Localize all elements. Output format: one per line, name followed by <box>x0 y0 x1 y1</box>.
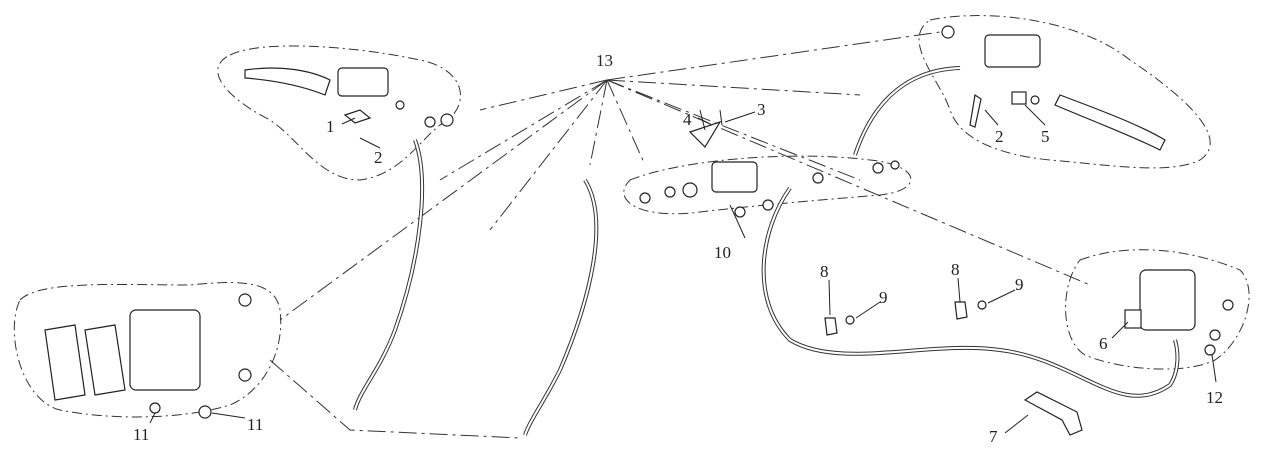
caliper-right <box>1124 269 1234 356</box>
rear-master-cylinder-group-outline <box>623 155 912 215</box>
callout-2-left: 2 <box>374 148 383 167</box>
callout-11-right: 11 <box>247 415 263 434</box>
callout-leaders <box>149 104 1217 434</box>
callout-7: 7 <box>989 427 998 446</box>
hose-bracket <box>1023 391 1083 436</box>
leader-lines-13 <box>269 31 1091 439</box>
callout-11-left: 11 <box>133 425 149 444</box>
front-caliper-left <box>44 293 252 419</box>
callout-12: 12 <box>1206 388 1223 407</box>
callout-9-right: 9 <box>1015 275 1024 294</box>
hose-clamps <box>824 300 987 336</box>
left-brake-lever <box>244 67 454 128</box>
callout-8-right: 8 <box>951 260 960 279</box>
callout-4: 4 <box>683 110 692 129</box>
right-master-cylinder-group-outline <box>918 15 1211 169</box>
callout-8-left: 8 <box>820 262 829 281</box>
callout-5: 5 <box>1041 127 1050 146</box>
callout-2-right: 2 <box>995 127 1004 146</box>
brake-hoses <box>353 66 1180 436</box>
callout-10: 10 <box>714 243 731 262</box>
rear-master-cylinder <box>639 109 900 218</box>
right-caliper-group-outline <box>1065 249 1250 370</box>
right-brake-lever <box>941 25 1166 151</box>
callout-6: 6 <box>1099 334 1108 353</box>
left-caliper-group-outline <box>13 282 282 418</box>
left-master-cylinder-group-outline <box>217 45 461 181</box>
callout-1: 1 <box>326 117 335 136</box>
callout-9-left: 9 <box>879 288 888 307</box>
callout-13: 13 <box>596 51 613 70</box>
callout-3: 3 <box>757 100 766 119</box>
